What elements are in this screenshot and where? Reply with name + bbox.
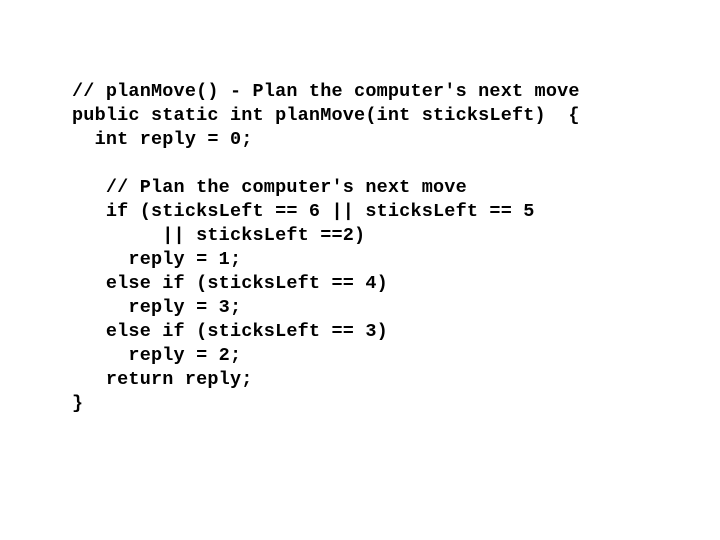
- code-line: if (sticksLeft == 6 || sticksLeft == 5: [72, 201, 535, 222]
- code-line: public static int planMove(int sticksLef…: [72, 105, 580, 126]
- code-line: }: [72, 393, 84, 414]
- code-line: int reply = 0;: [72, 129, 253, 150]
- code-line: reply = 1;: [72, 249, 242, 270]
- code-line: return reply;: [72, 369, 253, 390]
- code-line: else if (sticksLeft == 4): [72, 273, 388, 294]
- code-line: [72, 152, 580, 176]
- code-line: // Plan the computer's next move: [72, 177, 467, 198]
- code-line: // planMove() - Plan the computer's next…: [72, 81, 580, 102]
- code-line: reply = 3;: [72, 297, 242, 318]
- code-listing: // planMove() - Plan the computer's next…: [72, 80, 580, 416]
- code-line: || sticksLeft ==2): [72, 225, 366, 246]
- code-line: else if (sticksLeft == 3): [72, 321, 388, 342]
- code-line: reply = 2;: [72, 345, 242, 366]
